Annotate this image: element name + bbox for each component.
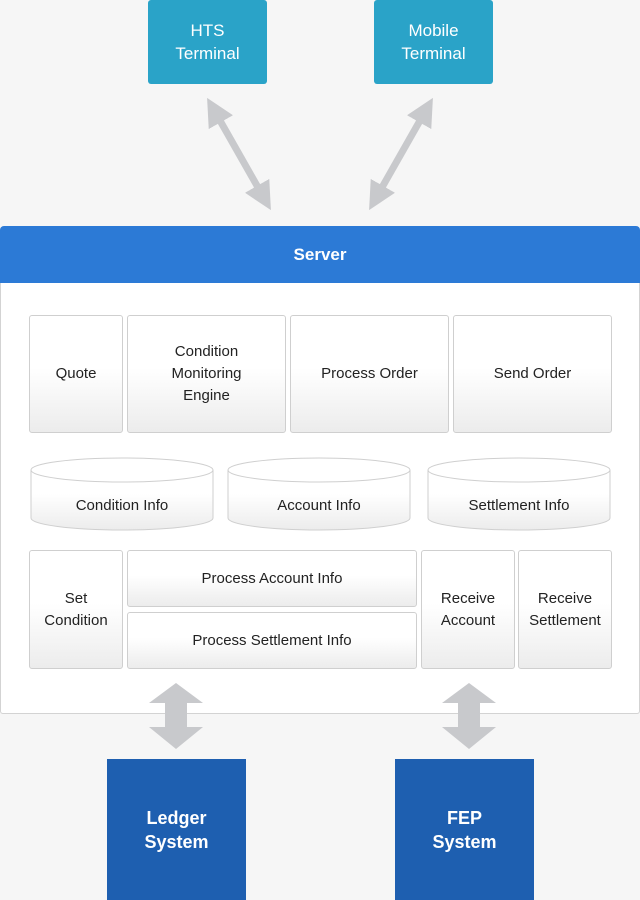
set-condition-box: Set Condition — [29, 550, 123, 669]
quote-label: Quote — [55, 365, 97, 382]
fep-system-box: FEP System — [395, 759, 534, 900]
receive-account-box: Receive Account — [421, 550, 515, 669]
ledger-system-label: Ledger System — [144, 807, 209, 852]
condition-info-label: Condition Info — [76, 497, 169, 514]
condition-info-db: Condition Info — [30, 457, 214, 531]
ledger-server-arrow — [149, 683, 203, 749]
process-account-info-label: Process Account Info — [201, 569, 343, 587]
terminal-arrows — [207, 97, 433, 211]
settlement-info-db: Settlement Info — [427, 457, 611, 531]
account-info-label: Account Info — [277, 497, 360, 514]
account-info-db: Account Info — [227, 457, 411, 531]
ledger-system-box: Ledger System — [107, 759, 246, 900]
database-row: Condition Info Account Info Settlement I… — [30, 457, 611, 531]
send-order-box: Send Order — [453, 315, 612, 433]
receive-settlement-box: Receive Settlement — [518, 550, 612, 669]
mobile-terminal-label: Mobile Terminal — [401, 21, 466, 63]
process-order-label: Process Order — [321, 365, 418, 382]
process-order-box: Process Order — [290, 315, 449, 433]
server-header: Server — [0, 226, 640, 283]
mobile-terminal-box: Mobile Terminal — [374, 0, 493, 84]
process-settlement-info-box: Process Settlement Info — [127, 612, 417, 669]
receive-settlement-label: Receive Settlement — [529, 589, 601, 629]
settlement-info-label: Settlement Info — [469, 497, 570, 514]
process-account-info-box: Process Account Info — [127, 550, 417, 607]
server-title: Server — [293, 244, 347, 264]
receive-account-label: Receive Account — [440, 589, 496, 629]
send-order-label: Send Order — [493, 365, 572, 382]
external-arrows — [149, 683, 496, 749]
hts-terminal-label: HTS Terminal — [175, 21, 240, 63]
quote-box: Quote — [29, 315, 123, 433]
hts-server-arrow — [207, 97, 271, 211]
hts-terminal-box: HTS Terminal — [148, 0, 267, 84]
process-settlement-info-label: Process Settlement Info — [192, 631, 352, 649]
mobile-server-arrow — [369, 97, 433, 211]
set-condition-label: Set Condition — [44, 589, 108, 629]
condition-engine-label: Condition Monitoring Engine — [171, 343, 242, 404]
fep-server-arrow — [442, 683, 496, 749]
fep-system-label: FEP System — [432, 807, 497, 852]
condition-engine-box: Condition Monitoring Engine — [127, 315, 286, 433]
